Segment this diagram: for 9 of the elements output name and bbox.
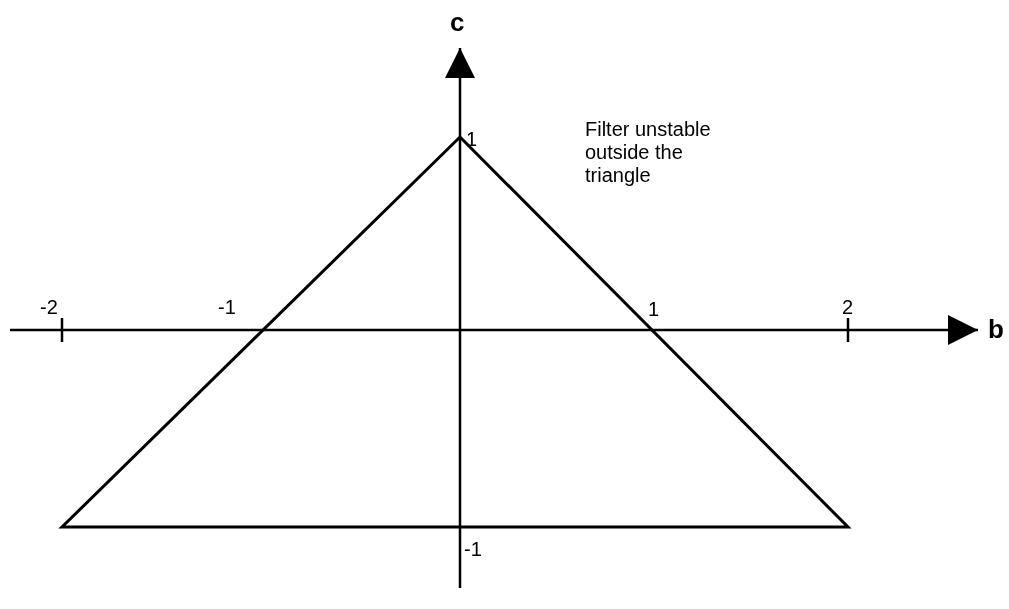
tick-label: -1 bbox=[218, 296, 236, 319]
tick-label: 2 bbox=[842, 296, 854, 319]
axis-label: b bbox=[988, 315, 1004, 345]
tick-label: 1 bbox=[648, 298, 660, 321]
tick-label: 1 bbox=[466, 128, 478, 151]
tick-label: -1 bbox=[464, 538, 482, 561]
tick-label: -2 bbox=[40, 296, 58, 319]
annotation: Filter unstable outside the triangle bbox=[585, 118, 712, 187]
axis-label: c bbox=[450, 8, 465, 38]
